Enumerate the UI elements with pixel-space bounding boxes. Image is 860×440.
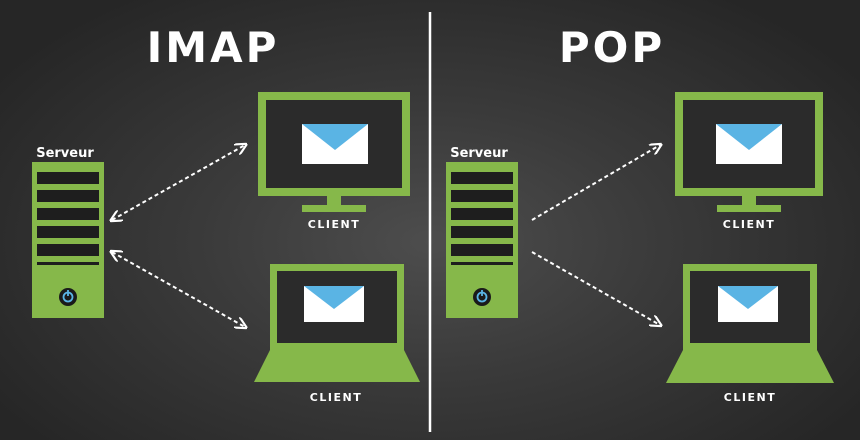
imap-desktop-client: CLIENT xyxy=(258,92,410,231)
imap-laptop-client: CLIENT xyxy=(254,264,420,404)
imap-sync-arrow-laptop xyxy=(112,252,245,327)
pop-laptop-client: CLIENT xyxy=(666,264,834,404)
desktop-monitor-icon xyxy=(258,92,410,212)
envelope-icon xyxy=(302,124,368,164)
pop-server-label: Serveur xyxy=(450,146,508,161)
imap-laptop-client-label: CLIENT xyxy=(310,391,362,404)
imap-sync-arrow-desktop xyxy=(112,145,245,220)
pop-download-arrow-laptop xyxy=(531,251,660,325)
imap-server-icon xyxy=(32,162,104,318)
pop-server-icon xyxy=(446,162,518,318)
envelope-icon xyxy=(716,124,782,164)
envelope-icon xyxy=(718,286,778,322)
power-icon xyxy=(473,288,491,306)
desktop-monitor-icon xyxy=(675,92,823,212)
pop-title: POP xyxy=(559,23,665,72)
envelope-icon xyxy=(304,286,364,322)
pop-desktop-client: CLIENT xyxy=(675,92,823,231)
pop-desktop-client-label: CLIENT xyxy=(723,218,775,231)
laptop-icon xyxy=(666,264,834,383)
imap-title: IMAP xyxy=(147,23,280,72)
pop-laptop-client-label: CLIENT xyxy=(724,391,776,404)
pop-server: Serveur xyxy=(446,146,518,318)
laptop-icon xyxy=(254,264,420,382)
power-icon xyxy=(59,288,77,306)
imap-desktop-client-label: CLIENT xyxy=(308,218,360,231)
pop-download-arrow-desktop xyxy=(531,145,660,221)
imap-server-label: Serveur xyxy=(36,146,94,161)
imap-server: Serveur xyxy=(32,146,104,318)
